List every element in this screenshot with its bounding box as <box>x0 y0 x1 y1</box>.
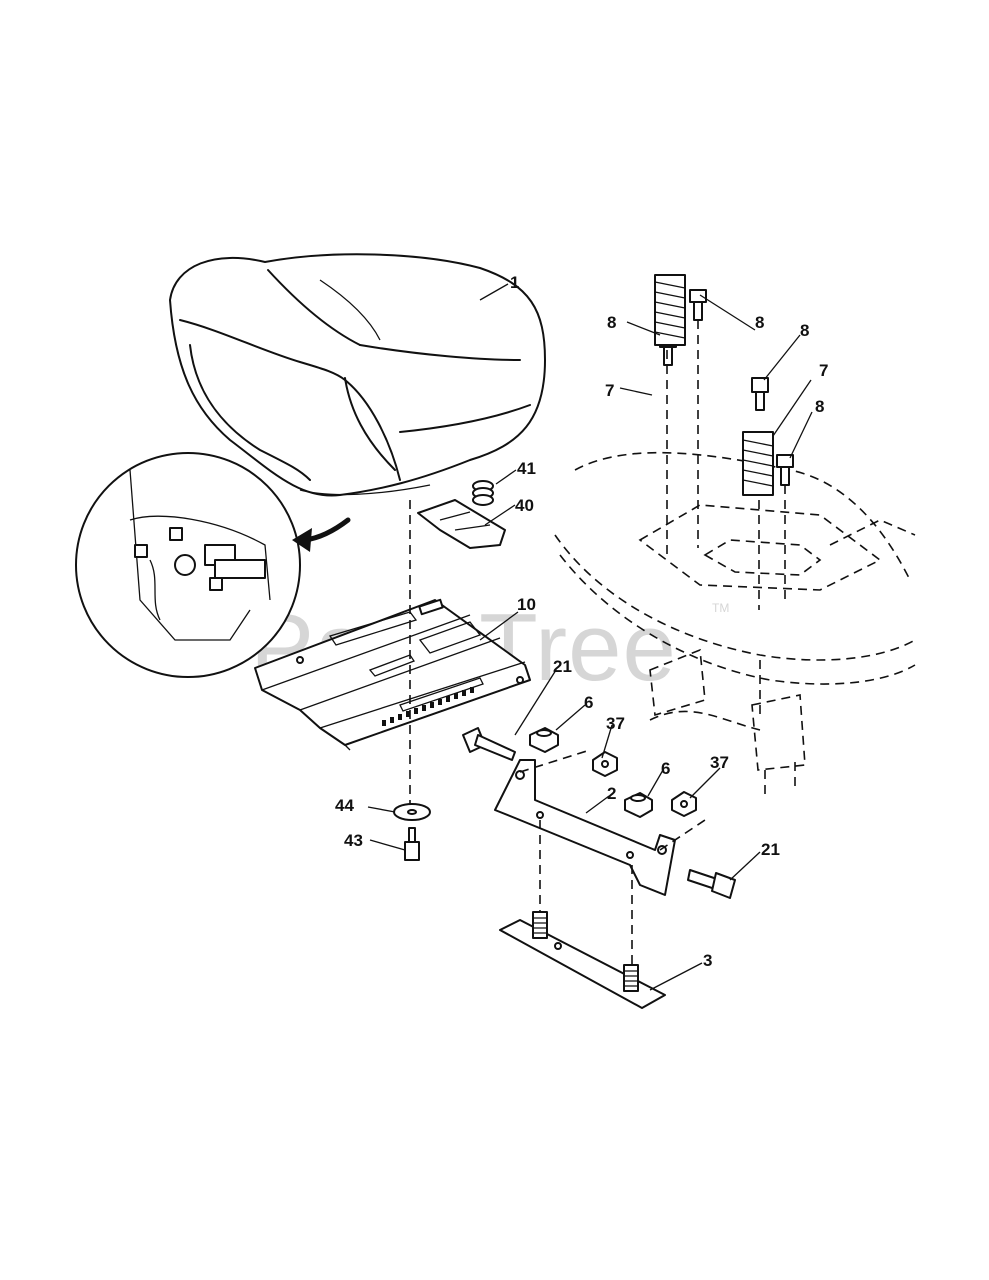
seat <box>169 253 546 497</box>
callout-10: 10 <box>517 595 536 614</box>
detail-arrow <box>292 517 351 552</box>
spring-7-b <box>742 431 774 496</box>
nut-37-a <box>592 751 618 777</box>
callout-21-b: 21 <box>761 840 780 859</box>
bolt-21-left <box>462 727 516 761</box>
bolt-43 <box>404 827 420 861</box>
bolt-8-d <box>776 454 794 486</box>
spring-7-a <box>654 274 686 346</box>
callout-3: 3 <box>703 951 712 970</box>
callout-43: 43 <box>344 831 363 850</box>
callout-7-a: 7 <box>605 381 614 400</box>
watermark-tm: TM <box>712 601 729 615</box>
callout-40: 40 <box>515 496 534 515</box>
callout-6-b: 6 <box>661 759 670 778</box>
callout-1: 1 <box>510 273 519 292</box>
guide-f <box>519 749 591 773</box>
bolt-21-right <box>687 869 736 899</box>
nut-6-b <box>624 792 653 818</box>
callout-8-d: 8 <box>815 397 824 416</box>
callout-21-a: 21 <box>553 657 572 676</box>
detail-inset <box>75 452 301 678</box>
washer-44 <box>393 803 431 821</box>
callout-6-a: 6 <box>584 693 593 712</box>
callout-8-b: 8 <box>755 313 764 332</box>
callout-37-b: 37 <box>710 753 729 772</box>
callout-37-a: 37 <box>606 714 625 733</box>
seat-clip-40 <box>417 499 506 549</box>
bottom-plate-3 <box>499 911 666 1009</box>
bolt-8-b <box>689 289 707 321</box>
seat-bracket-2 <box>494 759 676 896</box>
nut-6-a <box>529 727 559 753</box>
callout-8-a: 8 <box>607 313 616 332</box>
seat-pan-adjust-slots <box>382 687 474 726</box>
callout-41: 41 <box>517 459 536 478</box>
callout-44: 44 <box>335 796 354 815</box>
callout-2: 2 <box>607 784 616 803</box>
guide-g <box>659 819 706 851</box>
callout-7-b: 7 <box>819 361 828 380</box>
spring-41 <box>472 480 494 506</box>
bolt-8-c <box>751 377 769 411</box>
seat-pan <box>254 598 531 751</box>
callout-8-c: 8 <box>800 321 809 340</box>
leader-lines <box>367 283 813 991</box>
